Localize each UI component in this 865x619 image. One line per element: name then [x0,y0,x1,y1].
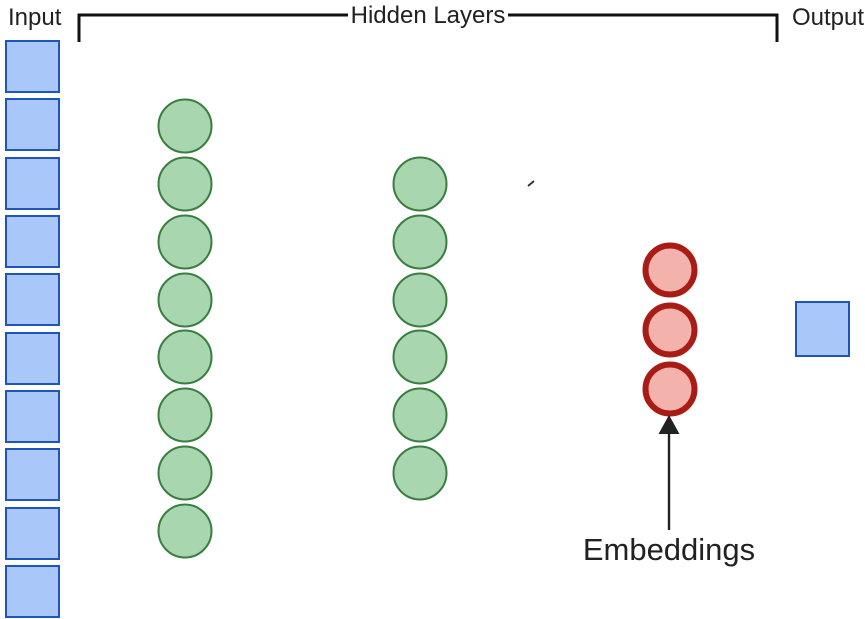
hidden2-node [392,445,448,501]
embedding-node [642,302,698,358]
hidden1-node [157,214,213,270]
hidden1-node [157,272,213,328]
embeddings-label: Embeddings [583,532,755,567]
input-node [5,157,60,210]
hidden2-node [392,272,448,328]
input-node [5,332,60,385]
input-node [5,390,60,443]
hidden2-node [392,156,448,212]
hidden1-node [157,329,213,385]
hidden-layers-label-background [348,1,508,28]
input-node [5,215,60,268]
input-node [5,273,60,326]
input-node [5,98,60,151]
hidden1-node [157,445,213,501]
embeddings-arrowhead-icon [658,415,680,434]
hidden2-node [392,387,448,443]
embedding-node [642,361,698,417]
hidden2-node [392,214,448,270]
embedding-node [642,242,698,298]
input-node [5,565,60,618]
hidden-layers-label: Hidden Layers [351,2,506,29]
input-label: Input [8,4,62,31]
hidden2-node [392,329,448,385]
input-node [5,507,60,560]
hidden1-node [157,387,213,443]
hidden1-node [157,503,213,559]
input-node [5,40,60,93]
stray-mark [527,180,535,187]
input-node [5,448,60,501]
output-node [795,301,850,357]
output-label: Output [792,4,864,31]
embeddings-arrow [658,415,680,530]
hidden1-node [157,156,213,212]
nodes-group [5,40,850,618]
hidden1-node [157,98,213,154]
